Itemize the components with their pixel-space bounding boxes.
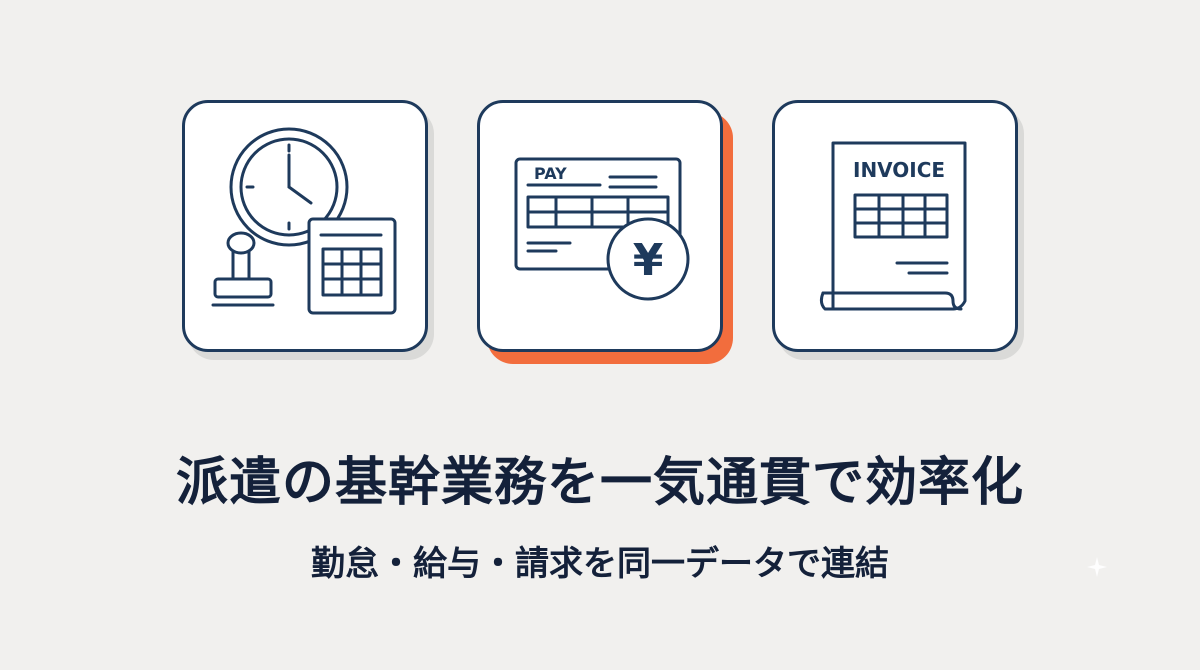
invoice-label: INVOICE (853, 158, 945, 182)
clock-stamp-calculator-icon (211, 127, 397, 315)
stamp-icon (211, 231, 275, 307)
clock-icon (229, 127, 349, 247)
pay-sheet-icon (514, 157, 682, 271)
headline: 派遣の基幹業務を一気通貫で効率化 (175, 453, 1024, 513)
yen-coin-icon (606, 217, 690, 301)
payroll-card: PAY ¥ (477, 100, 723, 352)
attendance-card (182, 100, 428, 352)
sparkle-icon (1087, 557, 1107, 577)
invoice-card: INVOICE (772, 100, 1018, 352)
subline: 勤怠・給与・請求を同一データで連結 (311, 544, 889, 584)
invoice-document-icon: INVOICE (819, 141, 967, 311)
pay-label: PAY (534, 164, 567, 183)
pay-sheet-yen-icon: PAY ¥ (514, 157, 690, 301)
yen-symbol: ¥ (633, 235, 664, 286)
calculator-icon (307, 217, 397, 315)
